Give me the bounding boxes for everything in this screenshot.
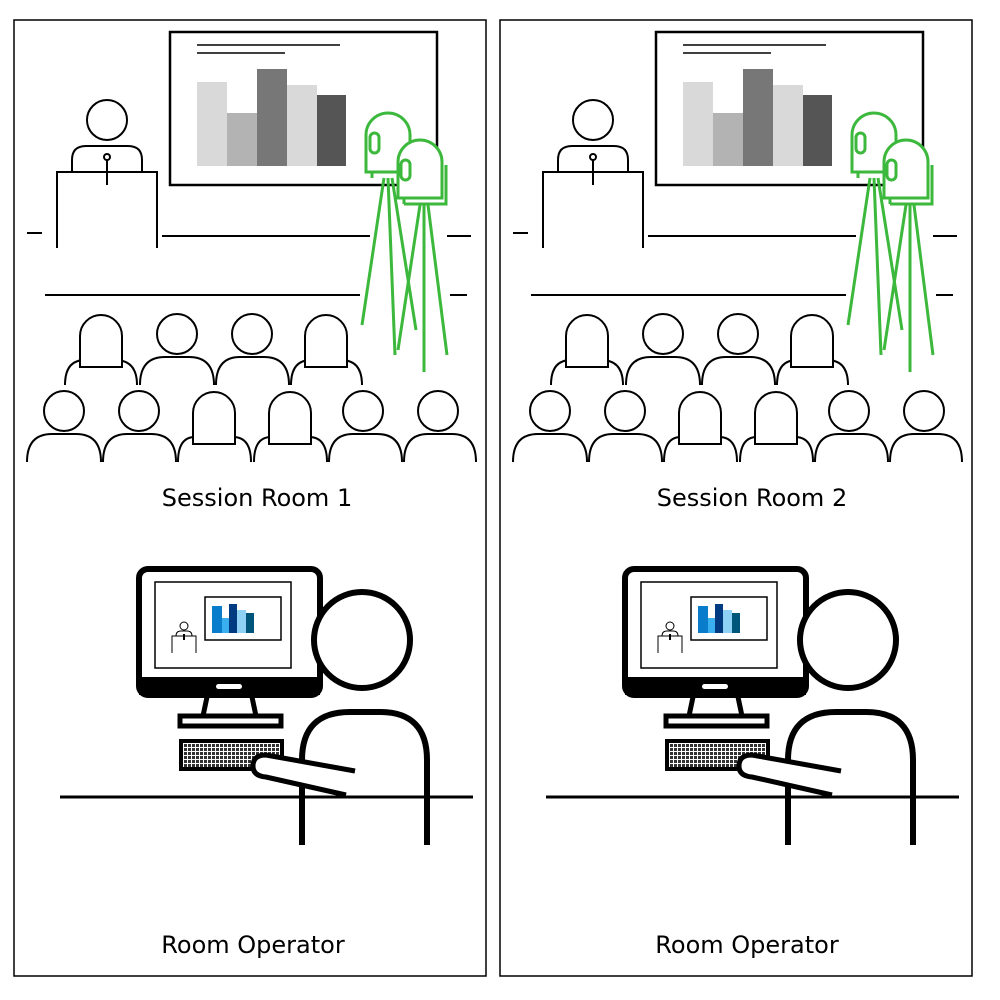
session-room-2-illustration [513, 32, 962, 845]
session-room-1-label: Session Room 1 [161, 484, 353, 512]
room-operator-2-label: Room Operator [655, 931, 839, 959]
session-room-2-label: Session Room 2 [656, 484, 848, 512]
panel-frame-1 [13, 19, 487, 977]
session-room-1-illustration [27, 32, 476, 845]
panel-frame-2 [499, 19, 973, 977]
room-operator-1-label: Room Operator [161, 931, 345, 959]
